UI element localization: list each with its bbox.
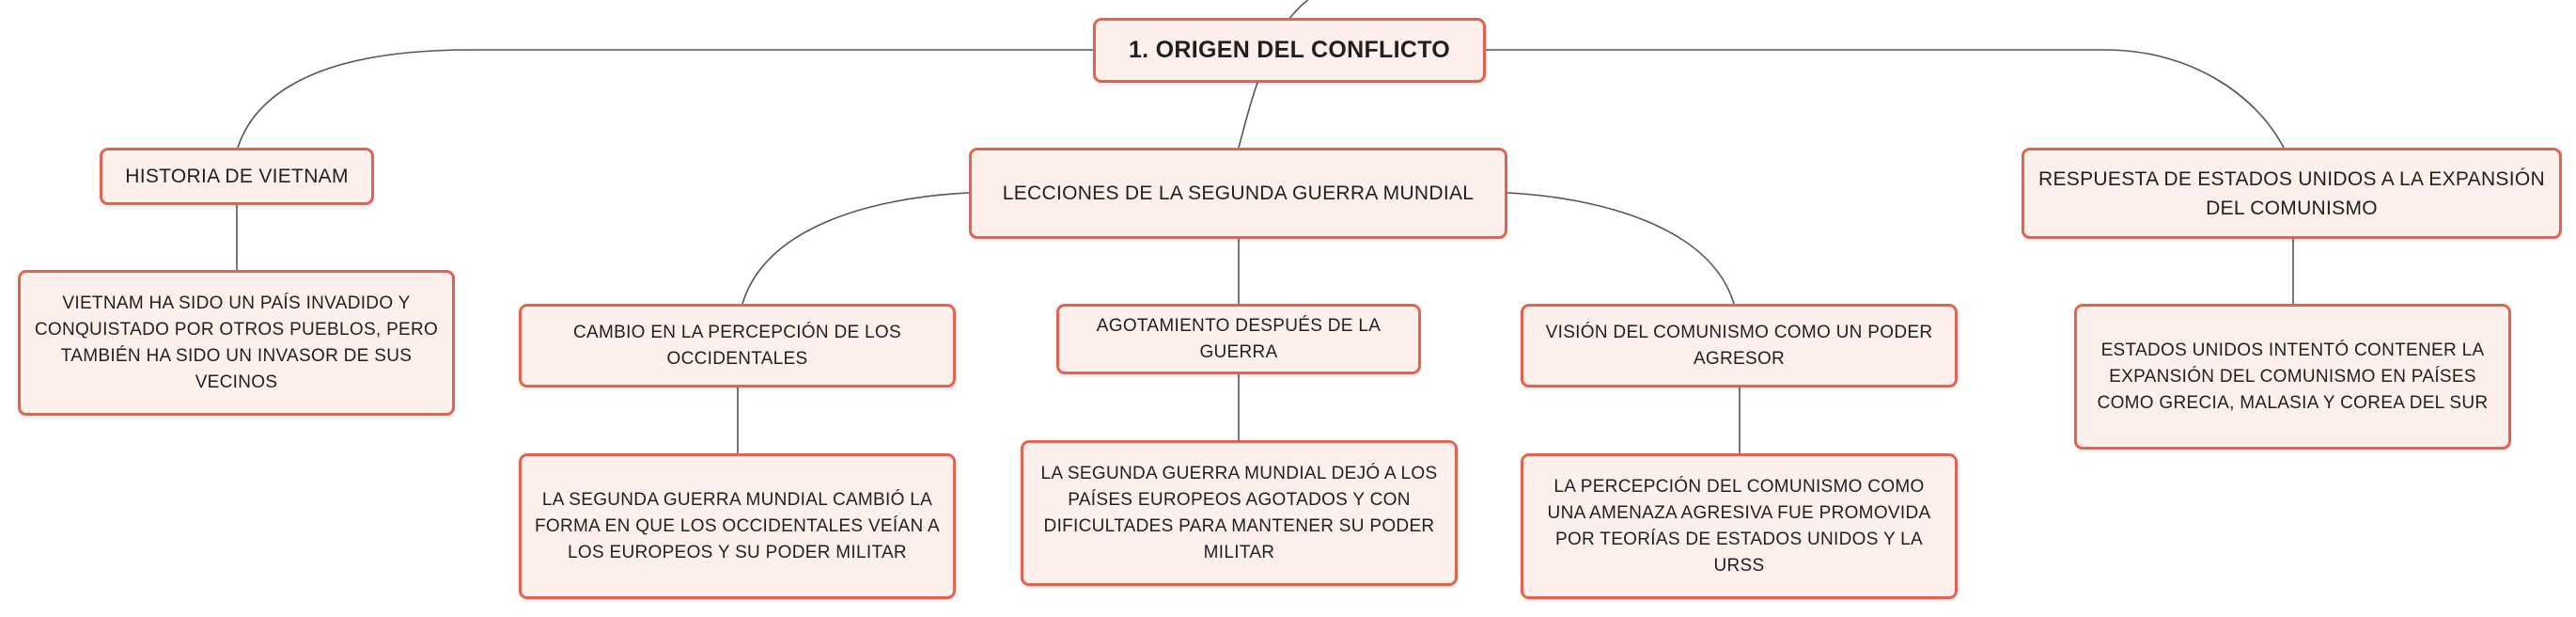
detail-vision-text: LA PERCEPCIÓN DEL COMUNISMO COMO UNA AME… <box>1547 476 1931 576</box>
connector-root-historia <box>237 49 1093 149</box>
detail-respuesta-text: ESTADOS UNIDOS INTENTÓ CONTENER LA EXPAN… <box>2097 340 2489 413</box>
detail-agotamiento[interactable]: LA SEGUNDA GUERRA MUNDIAL DEJÓ A LOS PAÍ… <box>1021 440 1458 586</box>
connector-lecciones-vision <box>1507 192 1735 305</box>
subtopic-percepcion-label: CAMBIO EN LA PERCEPCIÓN DE LOS OCCIDENTA… <box>573 322 901 369</box>
subtopic-agotamiento-label: AGOTAMIENTO DESPUÉS DE LA GUERRA <box>1096 315 1382 362</box>
detail-vision-comunismo[interactable]: LA PERCEPCIÓN DEL COMUNISMO COMO UNA AME… <box>1521 453 1958 599</box>
detail-percepcion-text: LA SEGUNDA GUERRA MUNDIAL CAMBIÓ LA FORM… <box>535 489 940 562</box>
subtopic-vision-label: VISIÓN DEL COMUNISMO COMO UN PODER AGRES… <box>1545 322 1933 369</box>
connector-root-lecciones <box>1238 82 1258 149</box>
connector-root-respuesta <box>1485 49 2285 149</box>
topic-respuesta-label: RESPUESTA DE ESTADOS UNIDOS A LA EXPANSI… <box>2038 167 2545 219</box>
detail-historia-text: VIETNAM HA SIDO UN PAÍS INVADIDO Y CONQU… <box>34 293 439 392</box>
topic-respuesta-estados-unidos[interactable]: RESPUESTA DE ESTADOS UNIDOS A LA EXPANSI… <box>2022 148 2562 239</box>
topic-historia-de-vietnam[interactable]: HISTORIA DE VIETNAM <box>100 148 374 205</box>
root-node-label: 1. ORIGEN DEL CONFLICTO <box>1128 37 1451 63</box>
subtopic-agotamiento[interactable]: AGOTAMIENTO DESPUÉS DE LA GUERRA <box>1056 304 1421 374</box>
detail-cambio-percepcion[interactable]: LA SEGUNDA GUERRA MUNDIAL CAMBIÓ LA FORM… <box>519 453 956 599</box>
detail-agotamiento-text: LA SEGUNDA GUERRA MUNDIAL DEJÓ A LOS PAÍ… <box>1040 463 1438 562</box>
root-node[interactable]: 1. ORIGEN DEL CONFLICTO <box>1093 18 1486 83</box>
connector-root-parent <box>1288 0 1309 20</box>
subtopic-cambio-percepcion[interactable]: CAMBIO EN LA PERCEPCIÓN DE LOS OCCIDENTA… <box>519 304 956 388</box>
detail-respuesta-estados-unidos[interactable]: ESTADOS UNIDOS INTENTÓ CONTENER LA EXPAN… <box>2074 304 2511 450</box>
topic-historia-label: HISTORIA DE VIETNAM <box>125 166 349 187</box>
topic-lecciones-segunda-guerra[interactable]: LECCIONES DE LA SEGUNDA GUERRA MUNDIAL <box>969 148 1507 239</box>
connector-lecciones-percepcion <box>742 192 970 305</box>
topic-lecciones-label: LECCIONES DE LA SEGUNDA GUERRA MUNDIAL <box>1002 182 1475 204</box>
detail-historia-de-vietnam[interactable]: VIETNAM HA SIDO UN PAÍS INVADIDO Y CONQU… <box>18 270 455 416</box>
subtopic-vision-comunismo[interactable]: VISIÓN DEL COMUNISMO COMO UN PODER AGRES… <box>1521 304 1958 388</box>
